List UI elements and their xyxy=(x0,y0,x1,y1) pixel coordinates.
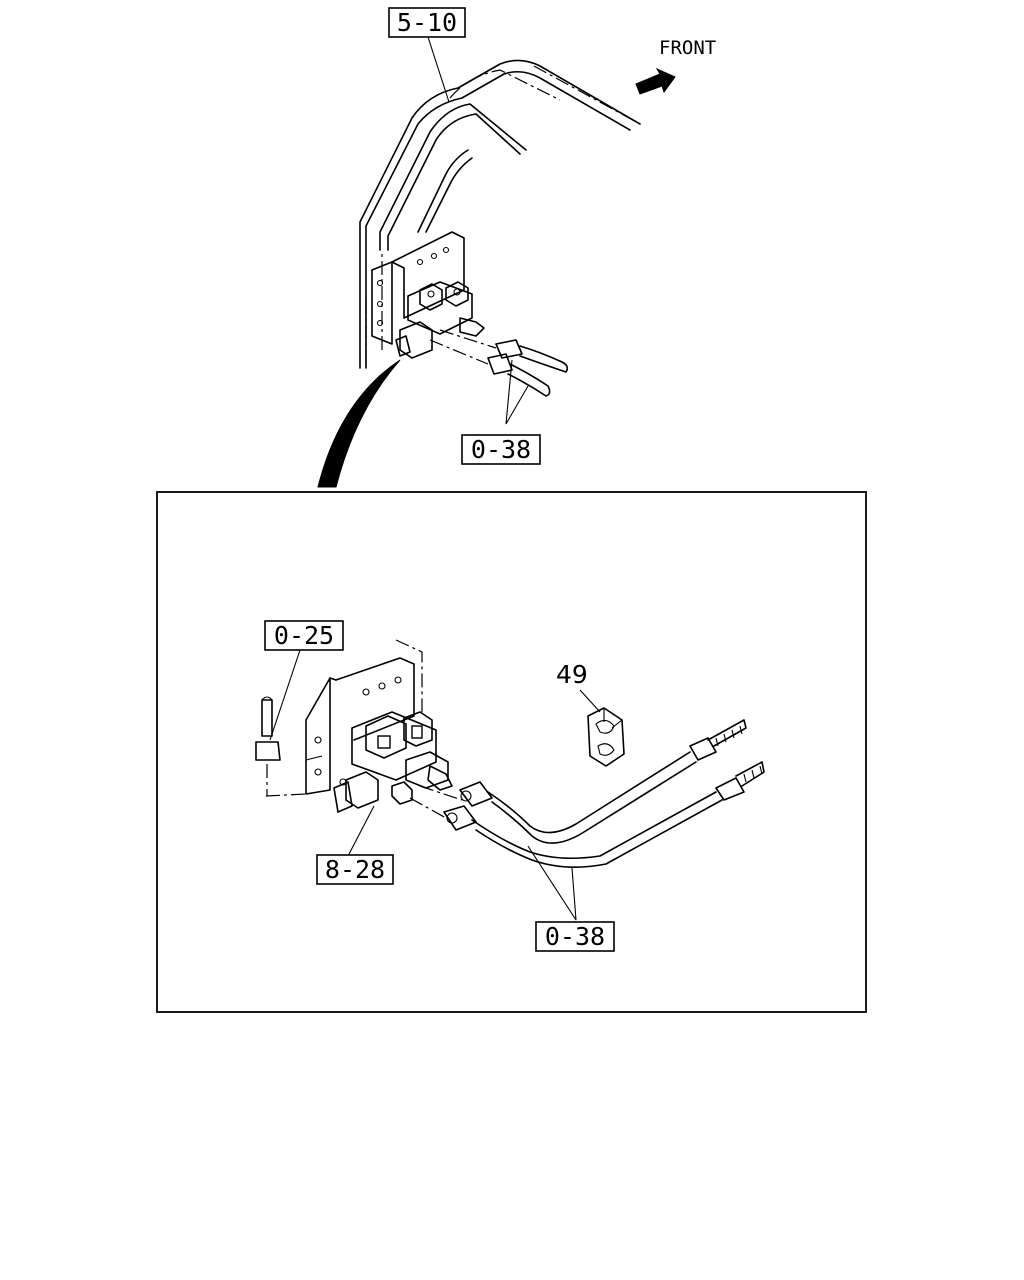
leader-5-10 xyxy=(427,36,450,103)
valve-bracket-overview xyxy=(371,231,485,359)
leader-0-38-top xyxy=(505,359,529,425)
frame-rails xyxy=(359,59,641,369)
hoses-overview xyxy=(429,329,569,397)
valve-assembly xyxy=(333,711,453,813)
leader-8-28 xyxy=(347,805,375,857)
bolt-part xyxy=(255,696,281,796)
ref-5-10[interactable]: 5-10 xyxy=(388,7,466,38)
leader-0-38-bottom xyxy=(527,845,577,921)
ref-0-38-top[interactable]: 0-38 xyxy=(461,434,541,465)
leader-0-25 xyxy=(269,649,301,741)
detail-pointer xyxy=(317,359,401,488)
ref-5-10-text: 5-10 xyxy=(397,8,457,37)
part-49-label: 49 xyxy=(556,660,588,689)
hose-pair xyxy=(409,719,765,868)
ref-0-38-top-text: 0-38 xyxy=(471,435,531,464)
front-label: FRONT xyxy=(659,37,716,59)
ref-8-28-text: 8-28 xyxy=(325,855,385,884)
ref-8-28[interactable]: 8-28 xyxy=(316,854,394,885)
detail-view: 0-25 xyxy=(255,620,765,952)
overview-view: FRONT 5-10 xyxy=(317,7,716,488)
detail-frame xyxy=(156,491,867,1013)
front-arrow-icon xyxy=(635,67,676,95)
ref-0-38-bottom-text: 0-38 xyxy=(545,922,605,951)
clip-part-49[interactable]: 49 xyxy=(556,660,625,767)
ref-0-25-text: 0-25 xyxy=(274,621,334,650)
ref-0-25[interactable]: 0-25 xyxy=(264,620,344,651)
mounting-bracket xyxy=(265,639,423,797)
ref-0-38-bottom[interactable]: 0-38 xyxy=(535,921,615,952)
